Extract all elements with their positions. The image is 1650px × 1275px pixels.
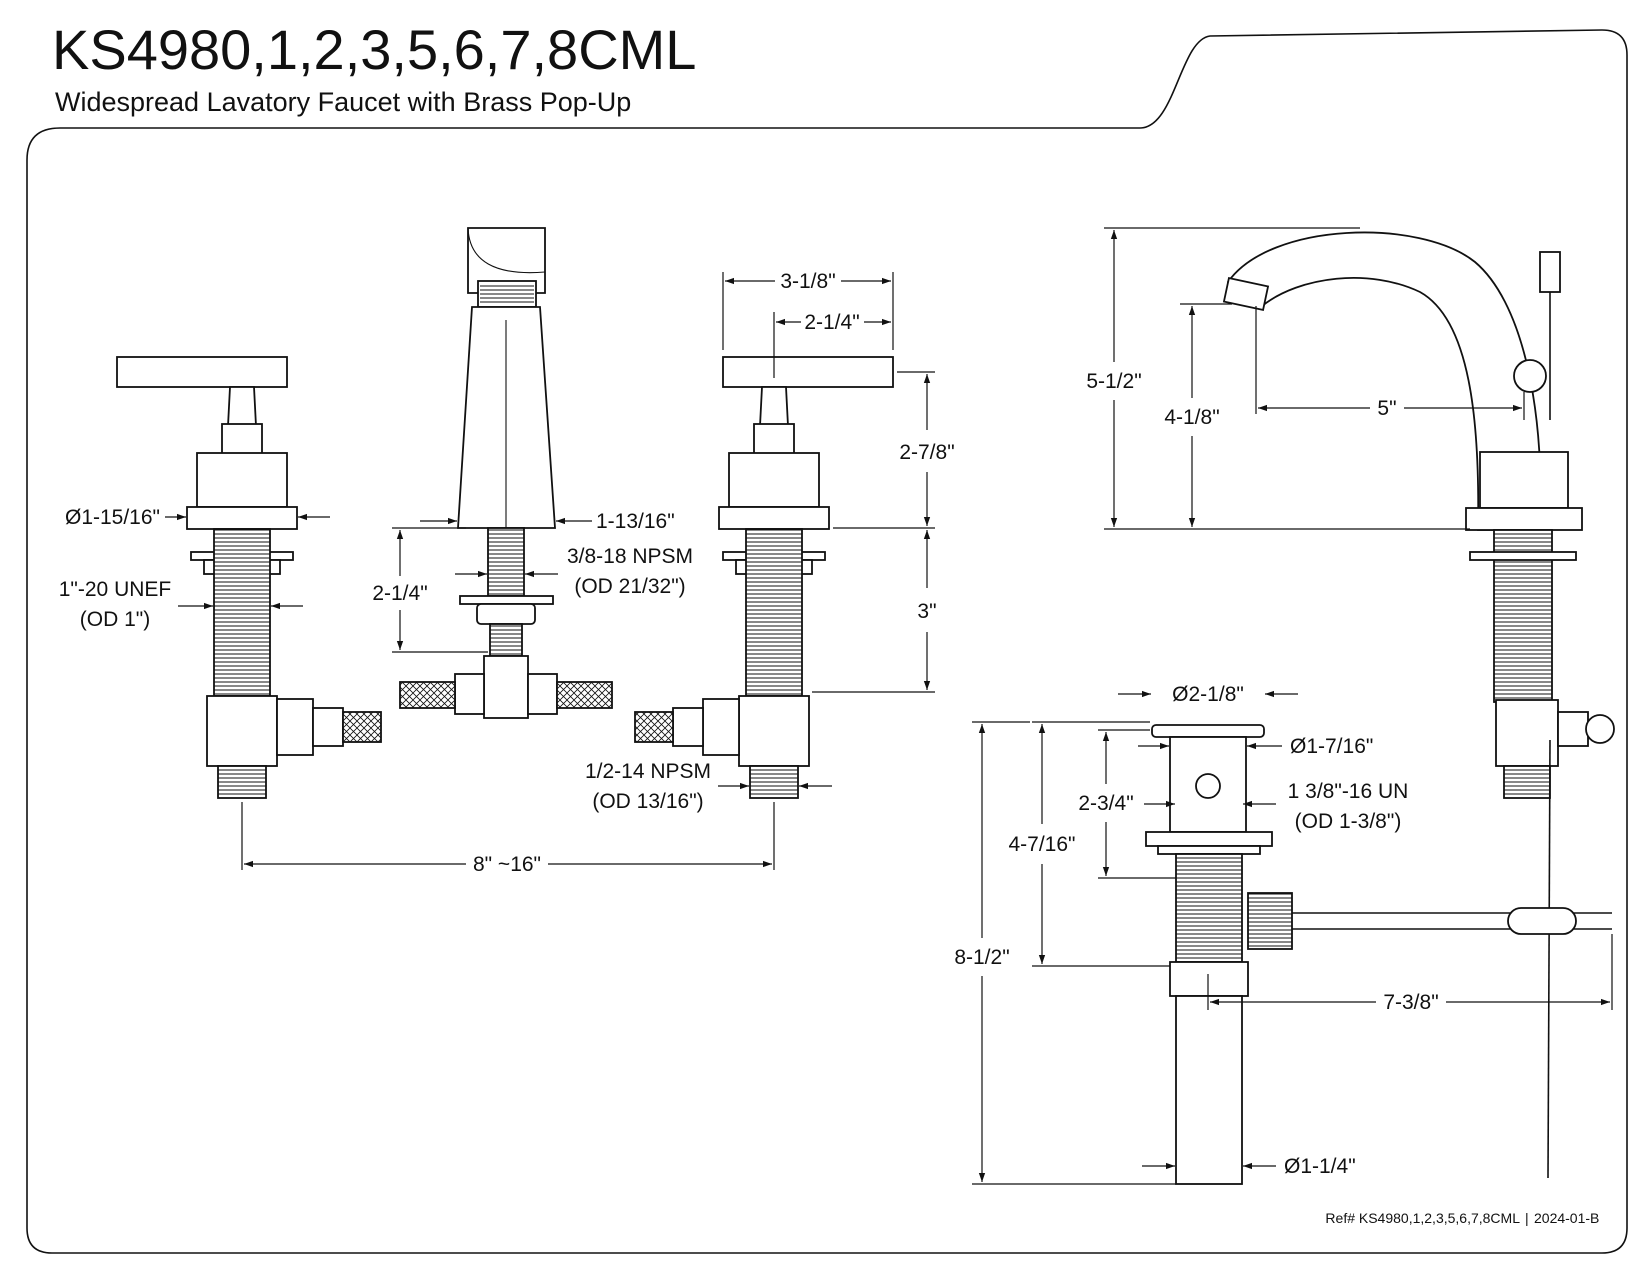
spout-hose-left-braid bbox=[400, 682, 455, 708]
drain-cap bbox=[1151, 724, 1265, 738]
left-outlet-thread bbox=[218, 766, 266, 798]
side-handle-pivot bbox=[1513, 359, 1547, 393]
left-handle-lever bbox=[116, 356, 288, 388]
dim-drain-thread-od: (OD 1-3/8") bbox=[1295, 810, 1402, 833]
dim-handle-height: 2-7/8" bbox=[899, 441, 954, 464]
spout-head-curve bbox=[467, 227, 546, 274]
drain-pivot-nut-knurl bbox=[1248, 893, 1292, 949]
dim-handle-thread-od: (OD 1") bbox=[80, 608, 150, 631]
left-shank-thread bbox=[214, 529, 270, 696]
title-block: KS4980,1,2,3,5,6,7,8CML Widespread Lavat… bbox=[52, 18, 696, 117]
dim-drain-mid: 4-7/16" bbox=[1009, 833, 1076, 856]
spout-tee-nut-left bbox=[454, 673, 485, 715]
right-handle-valve bbox=[634, 356, 894, 799]
side-lift-rod-long bbox=[1547, 739, 1551, 1179]
spout-aerator-mesh bbox=[480, 283, 534, 303]
side-elbow bbox=[1495, 699, 1559, 767]
product-subtitle: Widespread Lavatory Faucet with Brass Po… bbox=[55, 87, 631, 117]
right-handle-body bbox=[728, 452, 820, 508]
left-handle-neck bbox=[221, 423, 263, 455]
spout-shank-thread bbox=[488, 528, 524, 596]
right-handle-stem bbox=[759, 386, 789, 427]
left-handle-valve bbox=[116, 356, 382, 799]
ref-separator: | bbox=[1525, 1210, 1529, 1226]
right-handle-neck bbox=[753, 423, 795, 455]
drain-tee bbox=[1169, 961, 1249, 997]
drain-overflow-hole bbox=[1195, 773, 1221, 799]
drain-flange bbox=[1145, 831, 1273, 847]
dim-spout-thread: 3/8-18 NPSM bbox=[567, 545, 693, 568]
spout-head bbox=[467, 227, 546, 294]
pop-up-drain bbox=[1145, 724, 1612, 1185]
dim-handle-offset: 2-1/4" bbox=[804, 311, 859, 334]
spout-washer bbox=[459, 595, 554, 605]
side-washer bbox=[1469, 551, 1577, 561]
dim-drain-upper: 2-3/4" bbox=[1078, 792, 1133, 815]
dim-spout-outlet-height: 4-1/8" bbox=[1164, 406, 1219, 429]
ref-revision: 2024-01-B bbox=[1534, 1210, 1599, 1226]
side-flange bbox=[1465, 507, 1583, 531]
spout-tee-nut-right bbox=[527, 673, 558, 715]
spout-front-view bbox=[399, 227, 613, 719]
dim-handle-thread: 1"-20 UNEF bbox=[59, 578, 172, 601]
left-hose-nut bbox=[276, 698, 314, 756]
side-aerator bbox=[1222, 277, 1270, 311]
spout-tee bbox=[483, 655, 529, 719]
left-hose-braid bbox=[343, 712, 381, 742]
dim-spout-height: 5-1/2" bbox=[1086, 370, 1141, 393]
left-handle-stem bbox=[227, 386, 257, 427]
right-shank-thread bbox=[746, 529, 802, 696]
dim-handle-width: 3-1/8" bbox=[780, 270, 835, 293]
spout-hose-right-braid bbox=[557, 682, 612, 708]
right-outlet-thread bbox=[750, 766, 798, 798]
drain-tailpiece bbox=[1175, 995, 1243, 1185]
footer-reference: Ref# KS4980,1,2,3,5,6,7,8CML | 2024-01-B bbox=[1325, 1210, 1599, 1226]
dim-spout-reach: 5" bbox=[1377, 397, 1396, 420]
dim-supply-thread-od: (OD 13/16") bbox=[592, 790, 703, 813]
right-hose-nut bbox=[702, 698, 740, 756]
dim-spread: 8" ~16" bbox=[473, 853, 541, 876]
left-hose-ferrule bbox=[312, 707, 344, 747]
dim-pivot-rod: 7-3/8" bbox=[1383, 991, 1438, 1014]
dim-valve-shank: 3" bbox=[917, 600, 936, 623]
side-outlet-thread bbox=[1504, 766, 1550, 798]
dim-handle-flange: Ø1-15/16" bbox=[65, 506, 160, 529]
side-lift-rod-knob bbox=[1539, 251, 1561, 293]
model-title: KS4980,1,2,3,5,6,7,8CML bbox=[52, 18, 696, 81]
dim-drain-total: 8-1/2" bbox=[954, 946, 1009, 969]
dim-spout-base: 1-13/16" bbox=[596, 510, 675, 533]
dim-drain-body: Ø1-7/16" bbox=[1290, 735, 1373, 758]
dim-drain-flange: Ø2-1/8" bbox=[1172, 683, 1244, 706]
side-pivot-knob bbox=[1585, 714, 1615, 744]
spout-nut bbox=[476, 603, 536, 625]
spout-lower-thread bbox=[490, 624, 522, 656]
page-frame bbox=[26, 29, 1628, 1254]
dim-spout-shank: 2-1/4" bbox=[372, 582, 427, 605]
spout-side-view bbox=[1222, 231, 1615, 1179]
left-valve-elbow bbox=[206, 695, 278, 767]
dim-tailpiece: Ø1-1/4" bbox=[1284, 1155, 1356, 1178]
right-hose-ferrule bbox=[672, 707, 704, 747]
side-valve-body bbox=[1479, 451, 1569, 509]
dim-drain-thread: 1 3/8"-16 UN bbox=[1288, 780, 1409, 803]
drain-thread bbox=[1176, 854, 1242, 962]
side-pivot-nut bbox=[1557, 711, 1589, 747]
drain-clevis bbox=[1507, 907, 1577, 935]
right-handle-lever bbox=[722, 356, 894, 388]
right-hose-braid bbox=[635, 712, 673, 742]
left-handle-flange bbox=[186, 506, 298, 530]
drain-gasket bbox=[1157, 845, 1261, 855]
dim-supply-thread: 1/2-14 NPSM bbox=[585, 760, 711, 783]
right-valve-elbow bbox=[738, 695, 810, 767]
dim-spout-thread-od: (OD 21/32") bbox=[574, 575, 685, 598]
dimension-lines bbox=[165, 227, 1613, 1185]
dimension-labels: 3-1/8" 2-1/4" 2-7/8" 3" Ø1-15/16" 1"-20 … bbox=[59, 270, 1439, 1178]
ref-number: Ref# KS4980,1,2,3,5,6,7,8CML bbox=[1325, 1210, 1520, 1226]
left-handle-body bbox=[196, 452, 288, 508]
right-handle-flange bbox=[718, 506, 830, 530]
